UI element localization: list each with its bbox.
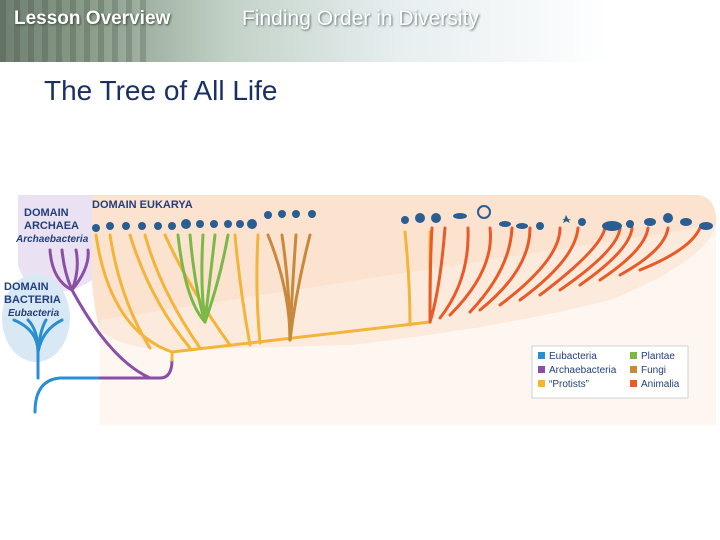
header-photo — [0, 0, 150, 62]
archaea-sublabel: Archaebacteria — [15, 234, 89, 245]
legend-swatch-animalia — [630, 380, 637, 387]
plantae-branches — [176, 233, 230, 324]
header-banner: Lesson Overview Finding Order in Diversi… — [0, 0, 720, 62]
bacteria-region — [2, 274, 70, 362]
eubacteria-branches — [12, 318, 102, 414]
legend-label-eubacteria: Eubacteria — [549, 351, 597, 362]
domain-archaea-label-line1: DOMAIN — [24, 207, 69, 219]
legend: Eubacteria Archaebacteria “Protists” Pla… — [531, 345, 689, 399]
lesson-label: Lesson Overview — [14, 8, 171, 29]
archaea-region — [18, 195, 92, 292]
fungi-branches — [266, 233, 312, 342]
legend-label-fungi: Fungi — [641, 365, 666, 376]
legend-label-plantae: Plantae — [641, 351, 675, 362]
domain-bacteria-label-line1: DOMAIN — [4, 281, 49, 293]
organism-icons — [92, 205, 713, 232]
bacteria-sublabel: Eubacteria — [8, 308, 60, 319]
animalia-branches — [428, 226, 702, 324]
legend-swatch-protists — [538, 380, 545, 387]
lesson-topic: Finding Order in Diversity — [242, 7, 479, 30]
legend-swatch-eubacteria — [538, 352, 545, 359]
legend-swatch-plantae — [630, 352, 637, 359]
domain-archaea-label-line2: ARCHAEA — [24, 220, 79, 232]
legend-swatch-archaebacteria — [538, 366, 545, 373]
legend-label-protists: “Protists” — [549, 379, 589, 390]
legend-label-animalia: Animalia — [641, 379, 680, 390]
domain-eukarya-label: DOMAIN EUKARYA — [92, 199, 193, 211]
archaebacteria-branches — [48, 248, 174, 380]
domain-bacteria-label-line2: BACTERIA — [4, 294, 61, 306]
slide-title: The Tree of All Life — [44, 75, 278, 106]
legend-swatch-fungi — [630, 366, 637, 373]
protist-branches — [94, 230, 432, 362]
legend-label-archaebacteria: Archaebacteria — [549, 365, 617, 376]
